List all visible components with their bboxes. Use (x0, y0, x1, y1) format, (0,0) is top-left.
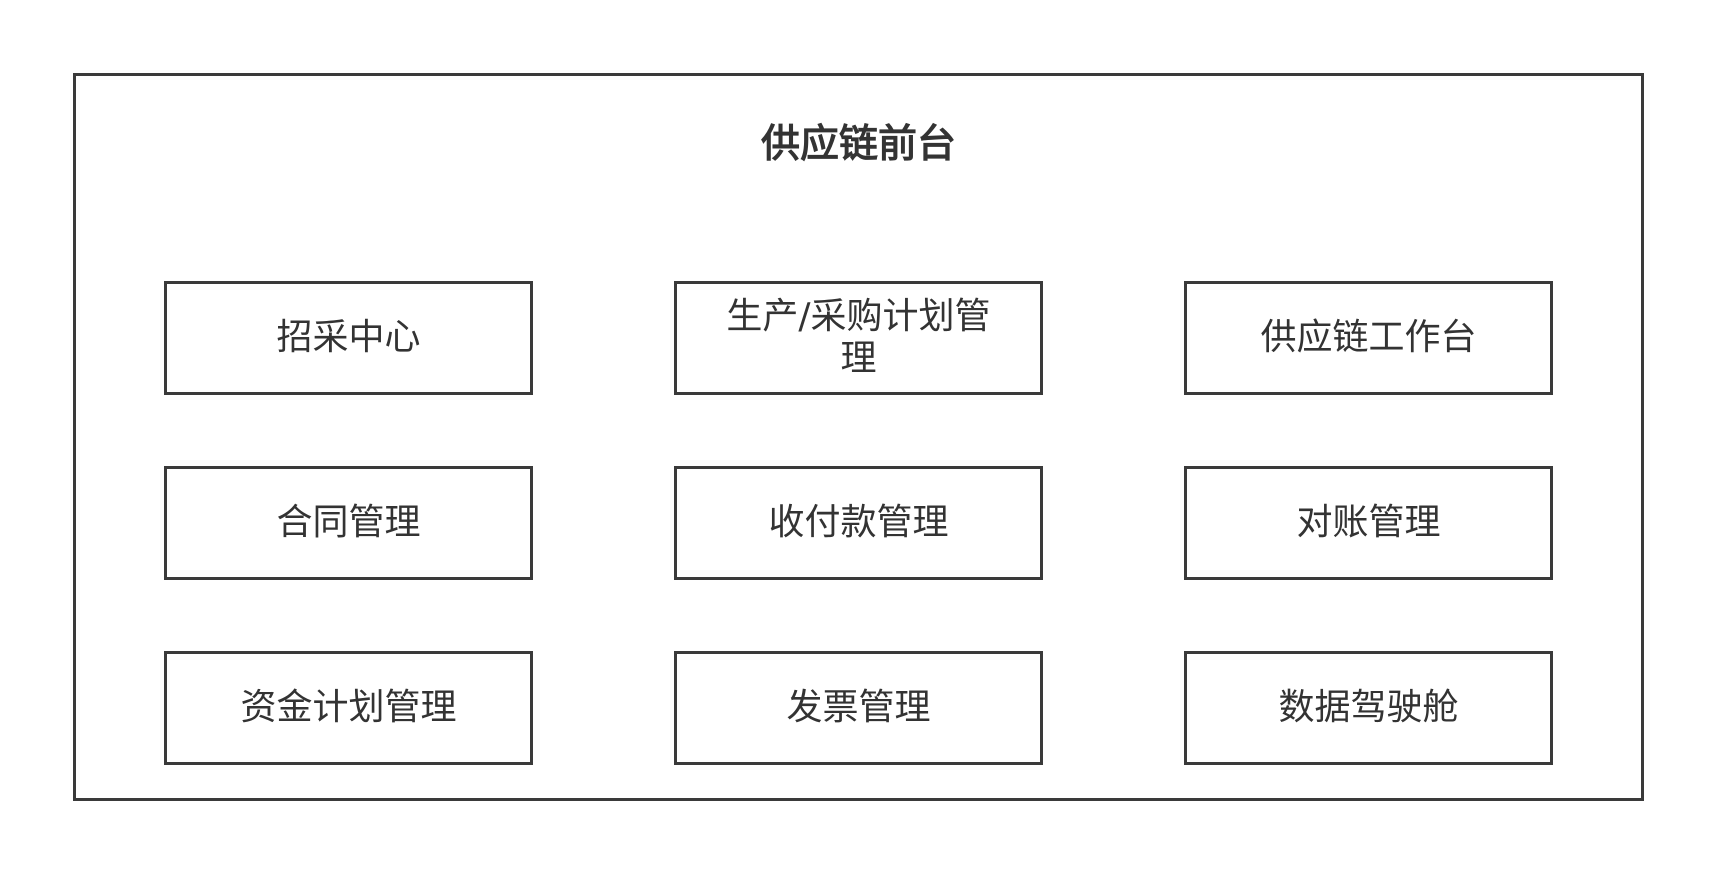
module-label: 收付款管理 (768, 501, 949, 543)
module-label: 供应链工作台 (1260, 316, 1477, 358)
module-label: 对账管理 (1296, 501, 1441, 543)
module-box-payment-receipt-management: 收付款管理 (674, 466, 1043, 580)
module-box-production-purchase-plan-management: 生产/采购计划管理 (674, 281, 1043, 395)
module-label: 资金计划管理 (240, 686, 457, 728)
diagram-title: 供应链前台 (760, 122, 956, 167)
module-box-invoice-management: 发票管理 (674, 651, 1043, 765)
module-box-procurement-center: 招采中心 (164, 281, 533, 395)
module-label: 数据驾驶舱 (1278, 686, 1459, 728)
module-label: 合同管理 (276, 501, 421, 543)
modules-grid: 招采中心 生产/采购计划管理 供应链工作台 合同管理 收付款管理 对账管理 资金… (164, 281, 1553, 765)
module-box-fund-plan-management: 资金计划管理 (164, 651, 533, 765)
module-box-contract-management: 合同管理 (164, 466, 533, 580)
module-box-supply-chain-workbench: 供应链工作台 (1184, 281, 1553, 395)
module-label: 生产/采购计划管理 (726, 295, 991, 379)
module-label: 招采中心 (276, 316, 421, 358)
module-box-reconciliation-management: 对账管理 (1184, 466, 1553, 580)
diagram-frame: 供应链前台 招采中心 生产/采购计划管理 供应链工作台 合同管理 收付款管理 对… (73, 73, 1644, 801)
module-label: 发票管理 (786, 686, 931, 728)
module-box-data-cockpit: 数据驾驶舱 (1184, 651, 1553, 765)
